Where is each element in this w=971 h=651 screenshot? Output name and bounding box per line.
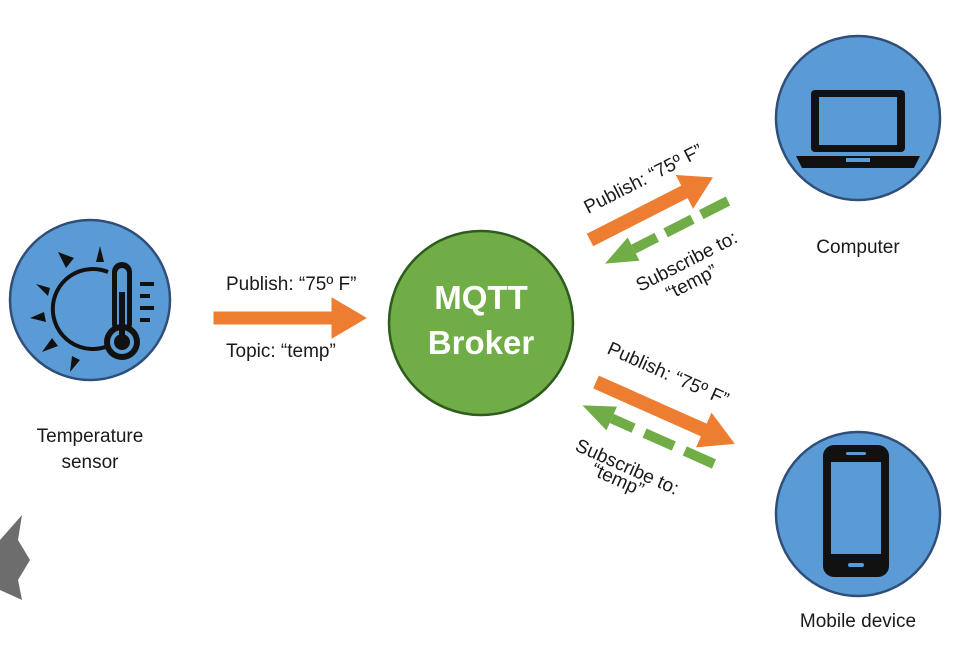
sensor-node: Temperature sensor xyxy=(8,218,172,473)
edge-gray-shape xyxy=(0,515,30,600)
mobile-node: Mobile device xyxy=(774,430,942,632)
sensor-publish-label: Publish: “75º F” xyxy=(226,274,357,295)
subscribe-arrow-computer xyxy=(605,196,731,264)
broker-node: MQTT Broker xyxy=(387,229,575,417)
publish-arrow-mobile xyxy=(593,375,735,448)
mobile-label: Mobile device xyxy=(800,611,916,632)
sensor-label-line1: Temperature xyxy=(37,426,144,447)
publish-arrow-computer xyxy=(586,174,713,247)
smartphone-icon xyxy=(823,445,889,577)
computer-node: Computer xyxy=(774,34,942,258)
thermometer-sun-icon xyxy=(30,246,154,372)
laptop-icon xyxy=(796,90,920,168)
sensor-circle xyxy=(8,218,172,382)
broker-computer-edge: Publish: “75º F” Subscribe to: “temp” xyxy=(581,140,741,304)
broker-label-line1: MQTT xyxy=(434,279,527,316)
sensor-topic-label: Topic: “temp” xyxy=(226,341,336,362)
broker-circle xyxy=(387,229,575,417)
broker-mobile-edge: Publish: “75º F” Subscribe to: “temp” xyxy=(572,338,735,501)
computer-label: Computer xyxy=(816,237,900,258)
subscribe-arrow-mobile xyxy=(582,405,717,469)
broker-label-line2: Broker xyxy=(428,324,535,361)
sensor-to-broker-edge: Publish: “75º F” Topic: “temp” xyxy=(213,274,367,362)
publish-arrow-sensor xyxy=(213,297,367,339)
sensor-label-line2: sensor xyxy=(61,452,119,473)
